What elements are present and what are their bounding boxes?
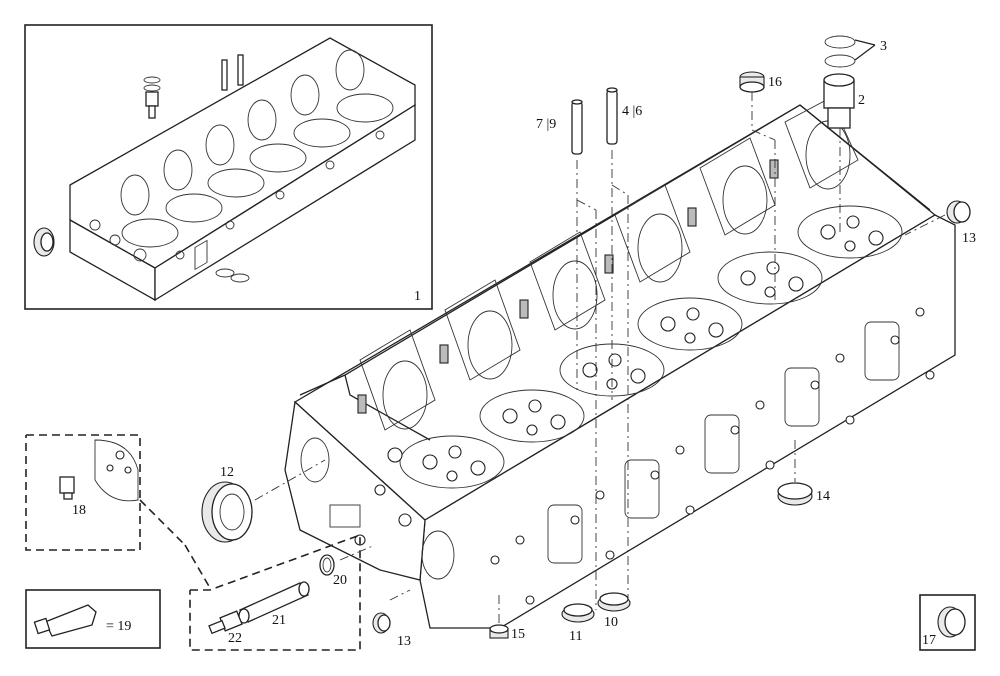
- assembly-leader-lines: [139, 92, 946, 624]
- label-10: 10: [604, 615, 618, 630]
- side-port-windows: [547, 321, 900, 564]
- plug-13-lower: [372, 612, 391, 634]
- seat-ring-10: [597, 592, 631, 612]
- label-16: 16: [768, 75, 782, 90]
- inset-small-parts: [33, 54, 250, 283]
- plug-14: [777, 482, 813, 506]
- detail-box-18: [25, 434, 141, 551]
- detail-box-21-22: [189, 533, 361, 651]
- label-7-9: 7 |9: [536, 117, 556, 132]
- label-14: 14: [816, 489, 830, 504]
- sleeve-12: [201, 481, 253, 543]
- plug-18: [59, 476, 75, 500]
- seal-ring-20: [319, 554, 335, 576]
- fitting-22: [208, 610, 243, 635]
- injector-sleeve: [823, 73, 855, 129]
- label-3: 3: [880, 39, 887, 54]
- detail-box-17: [919, 594, 976, 651]
- label-22: 22: [228, 631, 242, 646]
- valve-guide-7-9: [571, 99, 583, 155]
- callout-labels: 1 2 3 4 |6 7 |9 10 11 12 13 13 14 15 16 …: [72, 39, 976, 649]
- plug-16: [739, 71, 765, 93]
- plug-15: [489, 624, 509, 639]
- detail-box-19: [25, 589, 161, 649]
- label-18: 18: [72, 503, 86, 518]
- cylinder-head-body: [284, 97, 956, 629]
- inset-assembly-box: [24, 24, 433, 310]
- plug-13-upper: [946, 200, 971, 224]
- end-face-features: [300, 437, 455, 580]
- label-11: 11: [569, 629, 582, 644]
- inset-cylinder-head: [69, 37, 416, 302]
- label-4-6: 4 |6: [622, 104, 642, 119]
- label-12: 12: [220, 465, 234, 480]
- label-19: = 19: [106, 619, 131, 634]
- label-21: 21: [272, 613, 286, 628]
- label-17: 17: [922, 633, 936, 648]
- seat-ring-11: [561, 603, 595, 623]
- label-2: 2: [858, 93, 865, 108]
- label-13-lower: 13: [397, 634, 411, 649]
- valve-seat-plates: [399, 205, 903, 489]
- valve-guide-4-6: [606, 87, 618, 145]
- label-13-upper: 13: [962, 231, 976, 246]
- fitting-21: [238, 581, 310, 624]
- label-15: 15: [511, 627, 525, 642]
- side-bolt-holes: [490, 307, 935, 605]
- label-20: 20: [333, 573, 347, 588]
- o-rings: [824, 35, 856, 68]
- sealant-tube-icon: [33, 604, 97, 637]
- label-1: 1: [414, 289, 421, 304]
